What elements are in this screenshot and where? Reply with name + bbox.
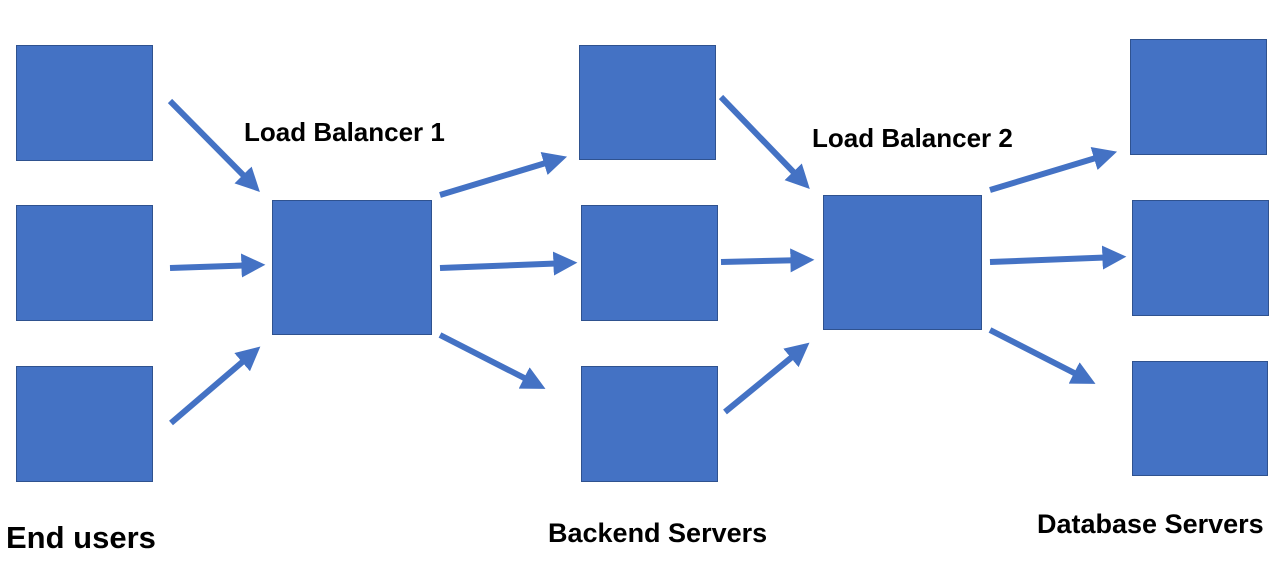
arrow-backend1-to-lb2	[718, 94, 810, 190]
end-user-box-1	[16, 45, 153, 161]
arrow-user3-to-lb1	[169, 346, 261, 426]
load-balancer-1-label: Load Balancer 1	[244, 117, 445, 147]
backend-server-box-1	[579, 45, 716, 160]
load-balancer-2-box	[823, 195, 982, 330]
arrow-lb2-to-db3	[988, 327, 1096, 384]
load-balancer-1-box	[272, 200, 432, 335]
arrow-user1-to-lb1	[167, 98, 260, 192]
database-servers-label: Database Servers	[1037, 509, 1264, 539]
arrow-lb1-to-backend1	[439, 152, 568, 198]
backend-server-box-3	[581, 366, 718, 482]
arrow-backend2-to-lb2	[720, 248, 815, 273]
end-users-label: End users	[6, 520, 156, 555]
arrow-backend3-to-lb2	[723, 342, 810, 415]
end-user-box-2	[16, 205, 153, 321]
backend-server-box-2	[581, 205, 718, 321]
database-server-box-2	[1132, 200, 1269, 316]
arrow-lb2-to-db1	[989, 147, 1118, 193]
database-server-box-1	[1130, 39, 1267, 155]
load-balancer-2-label: Load Balancer 2	[812, 123, 1013, 153]
backend-servers-label: Backend Servers	[548, 518, 768, 548]
arrow-lb1-to-backend2	[439, 251, 578, 276]
arrow-lb2-to-db2	[989, 245, 1127, 270]
end-user-box-3	[16, 366, 153, 482]
database-server-box-3	[1132, 361, 1268, 476]
arrow-lb1-to-backend3	[438, 332, 546, 389]
arrow-user2-to-lb1	[169, 253, 266, 278]
